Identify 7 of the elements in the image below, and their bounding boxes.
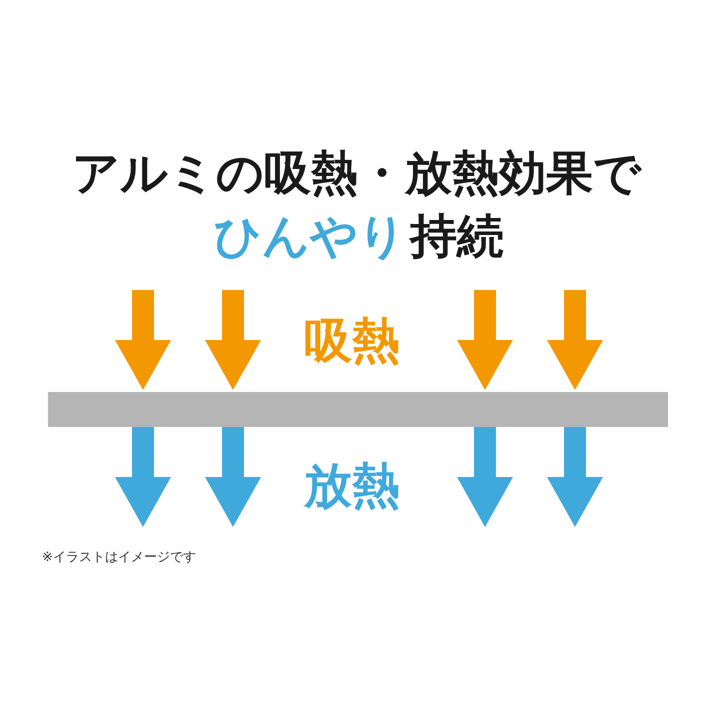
heading: アルミの吸熱・放熱効果で (71, 150, 643, 197)
disclaimer-note: ※イラストはイメージです (42, 551, 196, 564)
aluminum-plate (48, 392, 668, 427)
heading-highlight: ひんやり (214, 213, 406, 260)
heat-absorption-label: 吸熱 (304, 317, 400, 365)
heat-release-label: 放熱 (304, 462, 400, 510)
heading-text: 持続 (410, 213, 504, 260)
